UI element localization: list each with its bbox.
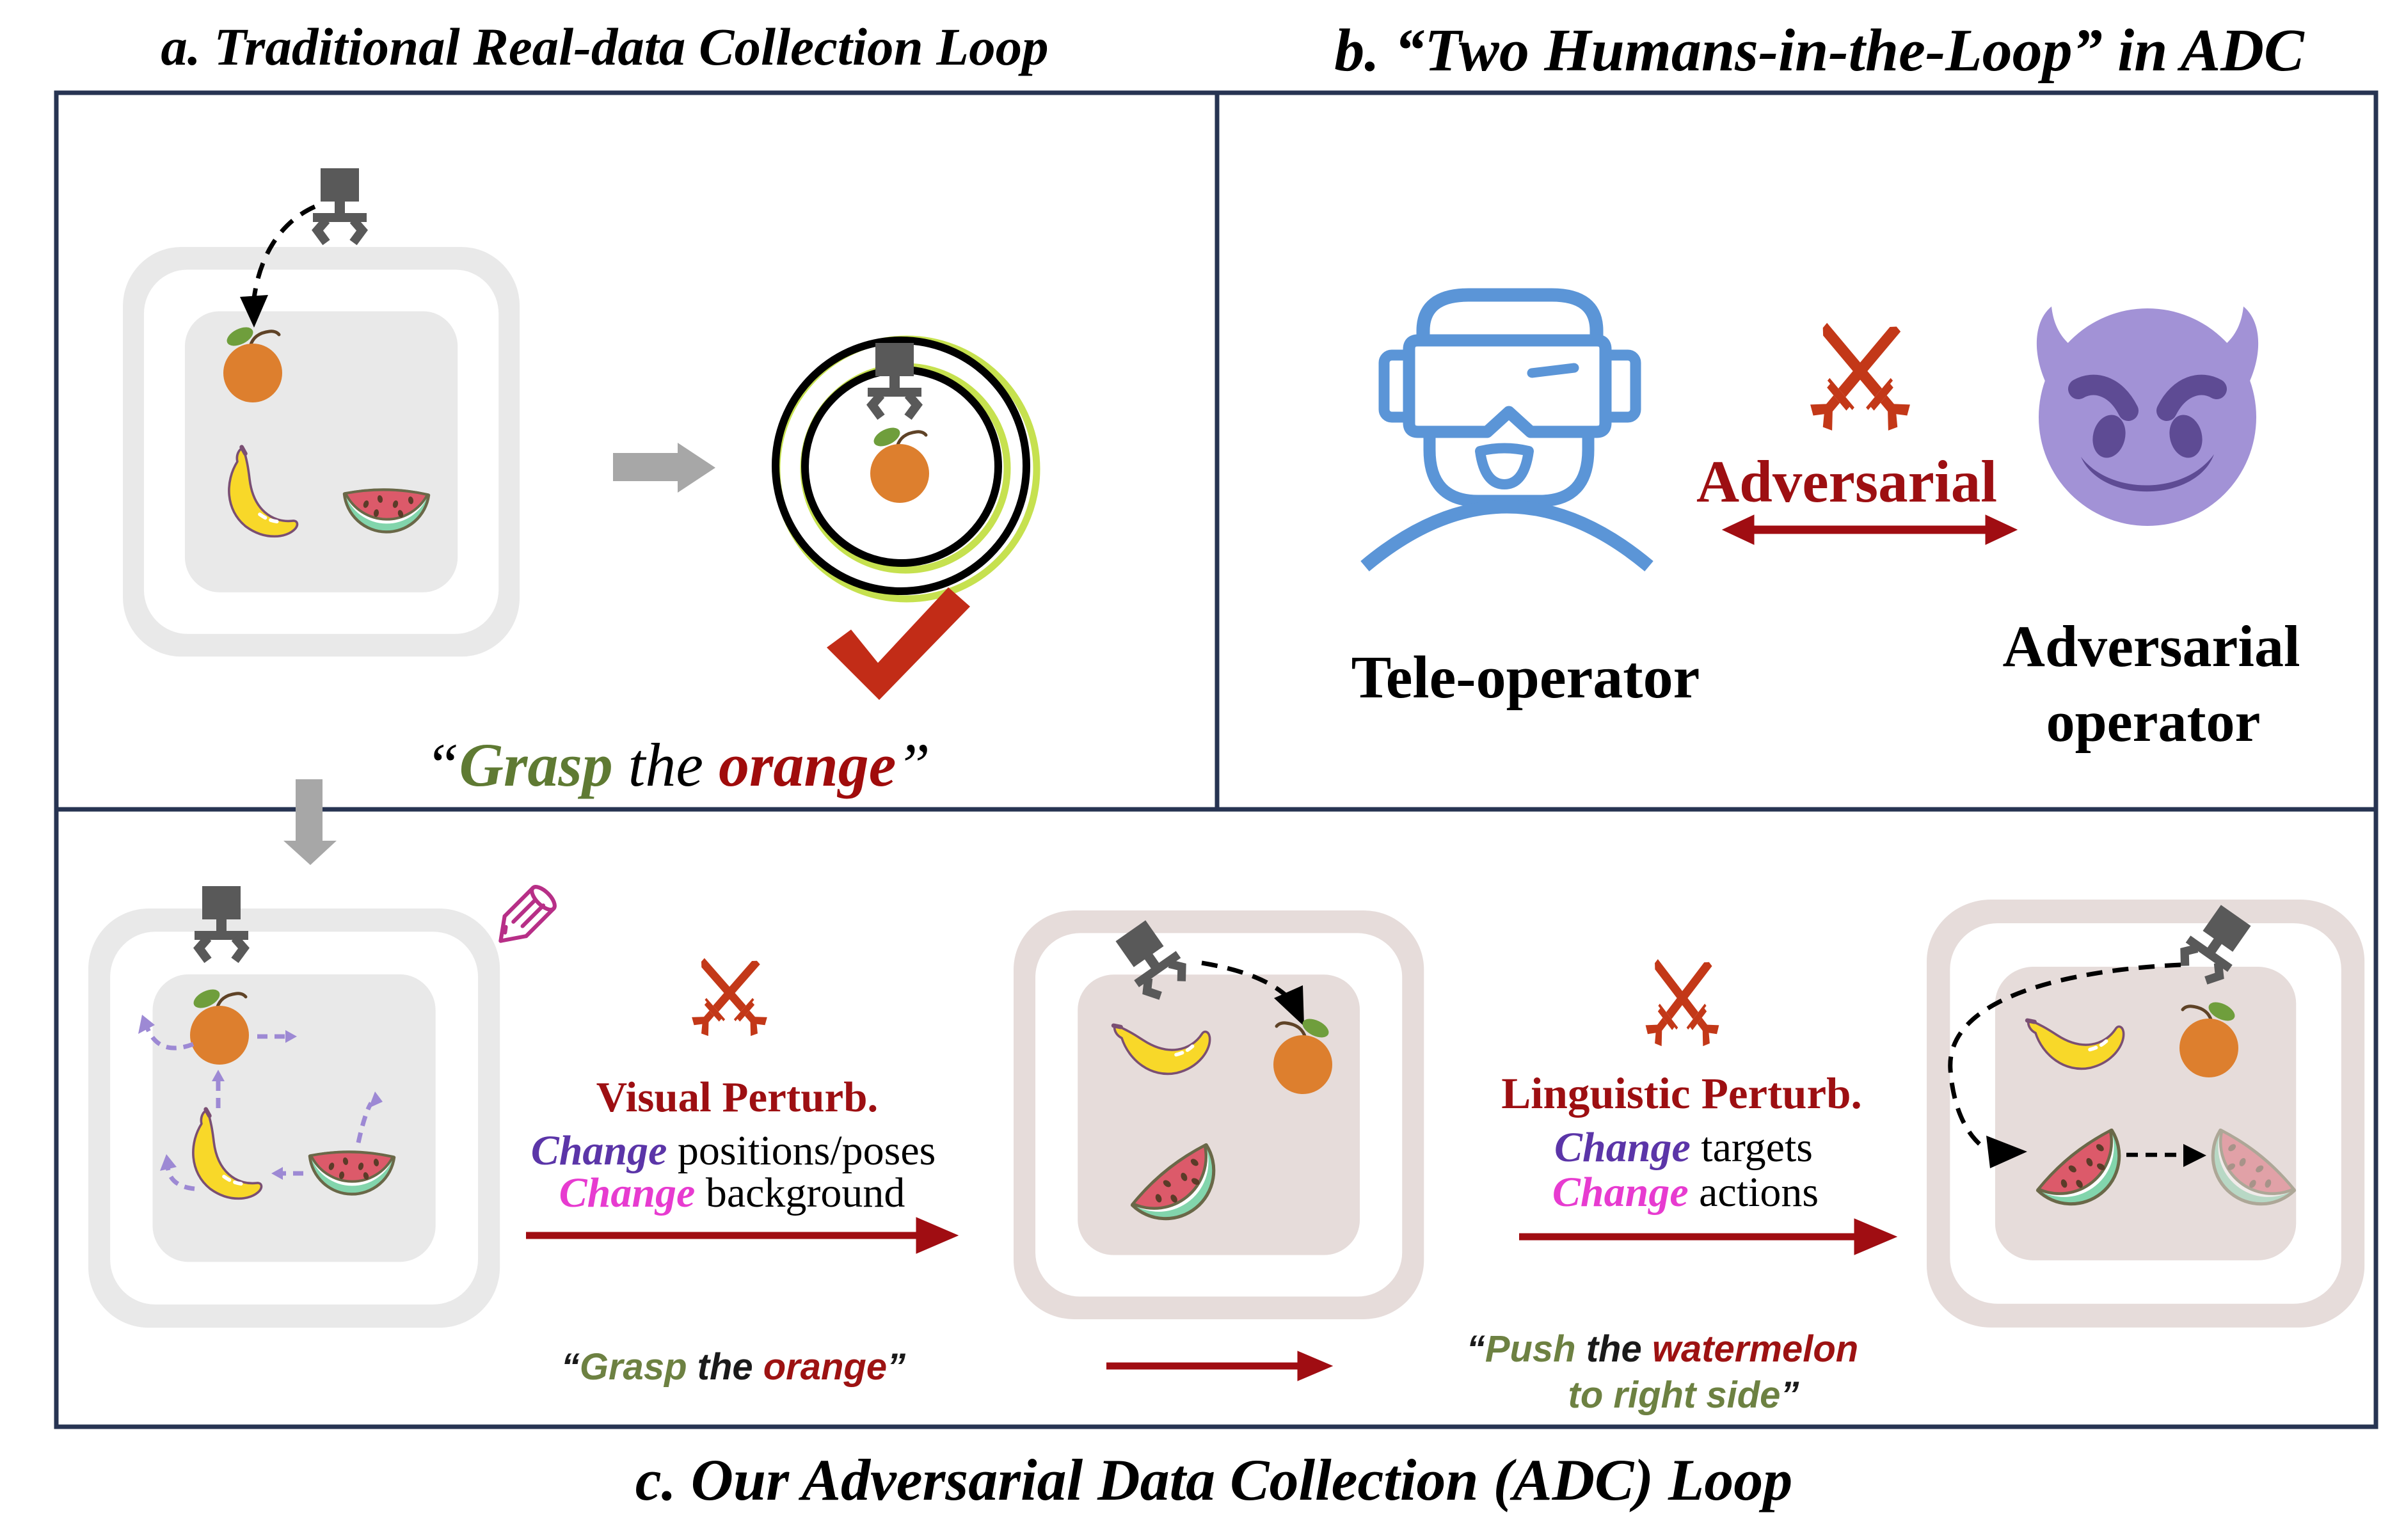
svg-text:“Grasp the orange”: “Grasp the orange” — [425, 731, 930, 799]
svg-text:Change targets: Change targets — [1554, 1124, 1813, 1171]
svg-text:Visual Perturb.: Visual Perturb. — [596, 1074, 878, 1121]
svg-text:a. Traditional Real-data Colle: a. Traditional Real-data Collection Loop — [161, 17, 1048, 76]
svg-text:Linguistic Perturb.: Linguistic Perturb. — [1501, 1069, 1862, 1118]
svg-text:Change actions: Change actions — [1552, 1169, 1819, 1216]
svg-text:Adversarial: Adversarial — [2002, 614, 2300, 679]
svg-text:“Grasp the orange”: “Grasp the orange” — [561, 1346, 905, 1388]
svg-text:Change positions/poses: Change positions/poses — [531, 1127, 936, 1174]
svg-text:Change background: Change background — [559, 1170, 905, 1216]
svg-text:b. “Two Humans-in-the-Loop” in: b. “Two Humans-in-the-Loop” in ADC — [1334, 17, 2305, 84]
svg-text:Tele-operator: Tele-operator — [1351, 644, 1700, 711]
svg-text:Adversarial: Adversarial — [1696, 449, 1997, 515]
svg-text:operator: operator — [2046, 690, 2261, 754]
svg-text:“Push the watermelon: “Push the watermelon — [1467, 1328, 1858, 1370]
svg-text:to right side”: to right side” — [1568, 1374, 1799, 1416]
svg-text:c. Our Adversarial Data Collec: c. Our Adversarial Data Collection (ADC)… — [635, 1447, 1792, 1512]
